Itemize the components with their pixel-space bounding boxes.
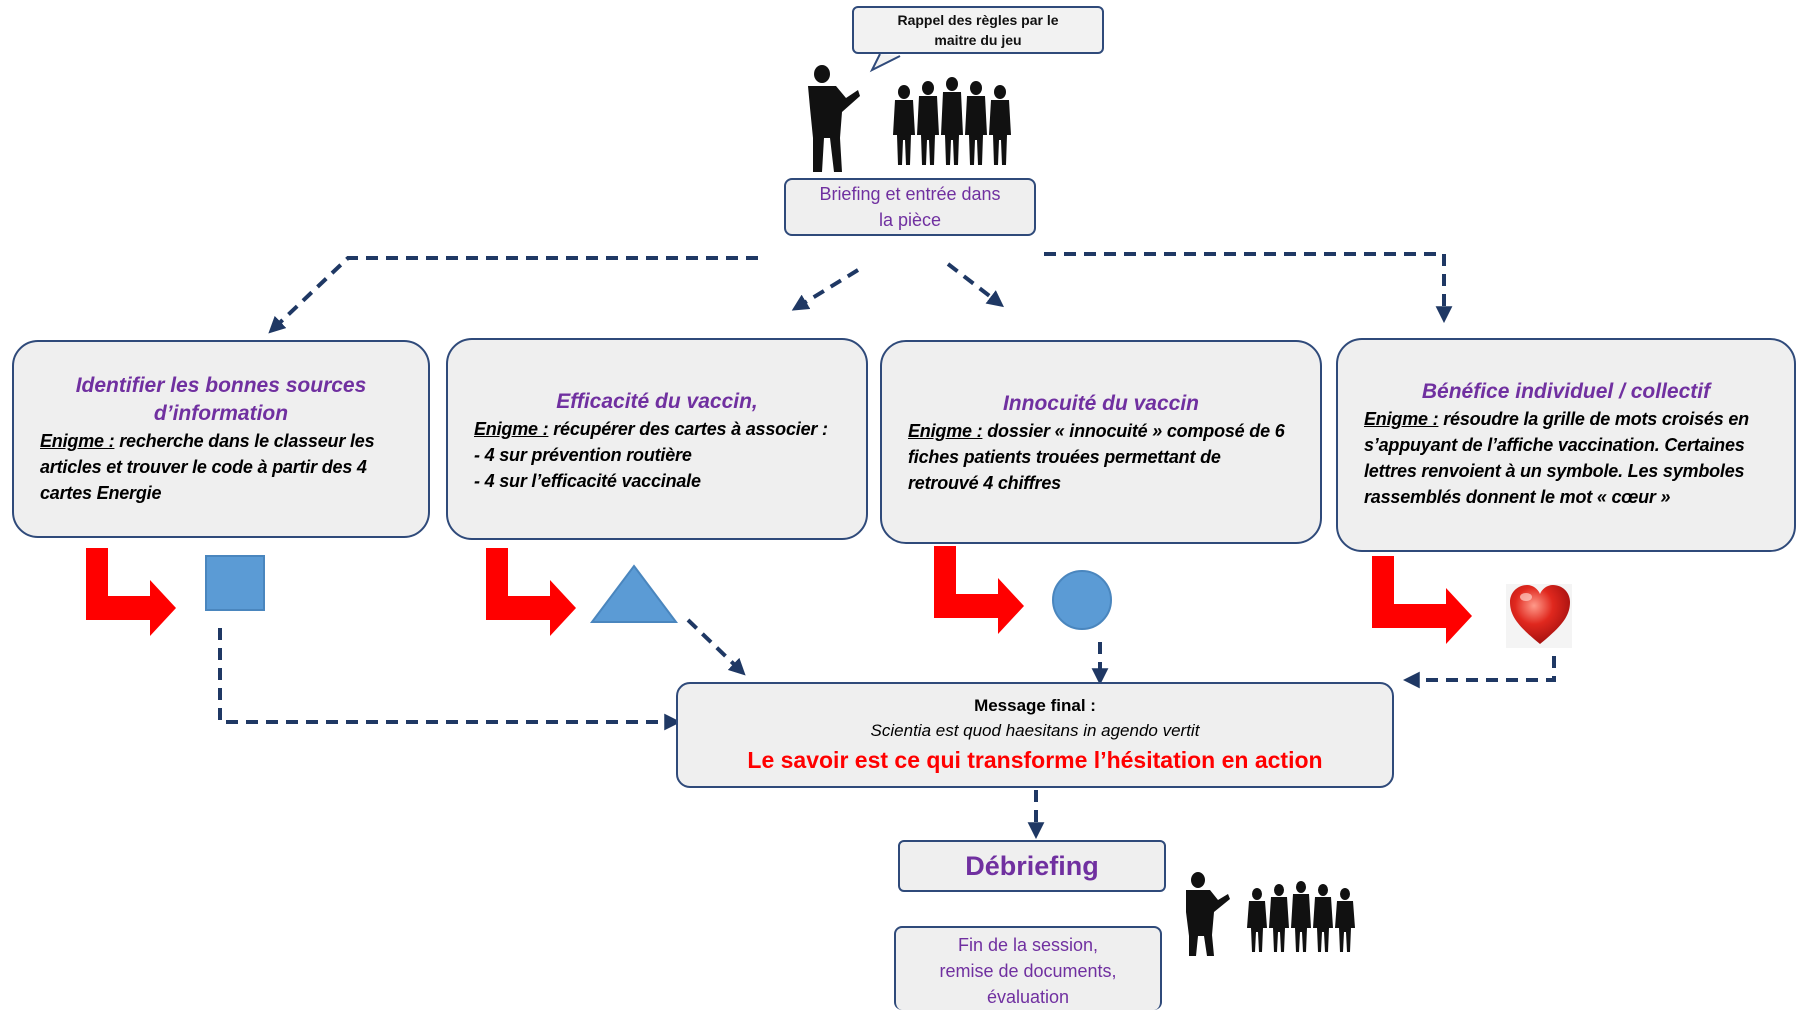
puzzle-title: Bénéfice individuel / collectif	[1421, 380, 1711, 403]
puzzle-description: Enigme : récupérer des cartes à associer…	[474, 416, 840, 442]
speech-bubble-text: Rappel des règles par le maitre du jeu	[897, 12, 1059, 48]
debriefing-box: Débriefing	[898, 840, 1166, 892]
bottom-presenter-silhouette-icon	[1186, 872, 1230, 956]
puzzle-text: dossier « innocuité » composé de 6 fiche…	[908, 421, 1285, 493]
speech-bubble: Rappel des règles par le maitre du jeu	[852, 6, 1104, 54]
red-arrow-2	[486, 548, 576, 636]
puzzle-title: Efficacité du vaccin,	[556, 390, 758, 413]
puzzle-text: récupérer des cartes à associer :	[548, 419, 828, 439]
heart-symbol	[1506, 584, 1572, 648]
final-message-heading: Message final :	[974, 696, 1096, 715]
enigme-label: Enigme :	[1364, 409, 1439, 429]
puzzle-title: Identifier les bonnes sources d’informat…	[75, 374, 367, 425]
puzzle-card-innocuite: Innocuité du vaccin Enigme : dossier « i…	[880, 340, 1322, 544]
square-symbol	[205, 555, 265, 611]
arrow-to-puzzle-1	[268, 256, 758, 334]
triangle-symbol	[590, 564, 678, 623]
puzzle-card-efficacite: Efficacité du vaccin, Enigme : récupérer…	[446, 338, 868, 540]
enigme-label: Enigme :	[40, 431, 115, 451]
puzzle-description: Enigme : recherche dans le classeur les …	[40, 428, 402, 506]
puzzle-card-benefice: Bénéfice individuel / collectif Enigme :…	[1336, 338, 1796, 552]
puzzle-description: Enigme : résoudre la grille de mots croi…	[1364, 406, 1768, 510]
arrow-to-puzzle-3	[946, 262, 1004, 308]
puzzle-list-item: - 4 sur l’efficacité vaccinale	[474, 471, 701, 491]
briefing-box: Briefing et entrée dans la pièce	[784, 178, 1036, 236]
briefing-text: Briefing et entrée dans la pièce	[819, 184, 1001, 230]
final-message-latin: Scientia est quod haesitans in agendo ve…	[870, 721, 1200, 740]
arrow-to-puzzle-4	[1044, 252, 1453, 324]
end-session-line: Fin de la session,	[957, 935, 1099, 955]
puzzle-card-sources: Identifier les bonnes sources d’informat…	[12, 340, 430, 538]
circle-symbol	[1052, 570, 1112, 630]
arrow-square-to-final	[218, 628, 682, 731]
speech-bubble-tail	[869, 53, 901, 73]
presenter-silhouette-icon	[808, 65, 860, 172]
bottom-group-silhouette-icon	[1247, 881, 1355, 952]
red-arrow-1	[86, 548, 176, 636]
final-message-french: Le savoir est ce qui transforme l’hésita…	[747, 747, 1323, 773]
puzzle-title: Innocuité du vaccin	[1002, 392, 1200, 415]
arrow-heart-to-final	[1402, 656, 1556, 689]
enigme-label: Enigme :	[474, 419, 549, 439]
final-message-box: Message final : Scientia est quod haesit…	[676, 682, 1394, 788]
arrow-to-puzzle-2	[791, 268, 860, 311]
red-arrow-4	[1372, 556, 1472, 644]
arrow-triangle-to-final	[686, 618, 746, 676]
end-session-line: évaluation	[986, 987, 1070, 1007]
puzzle-text: résoudre la grille de mots croisés en s’…	[1364, 409, 1749, 507]
enigme-label: Enigme :	[908, 421, 983, 441]
end-session-line: remise de documents,	[939, 961, 1117, 981]
debriefing-title: Débriefing	[965, 851, 1099, 881]
puzzle-list-item: - 4 sur prévention routière	[474, 445, 692, 465]
puzzle-text: recherche dans le classeur les articles …	[40, 431, 375, 503]
group-silhouette-icon	[893, 77, 1011, 165]
red-arrow-3	[934, 546, 1024, 634]
end-session-box: Fin de la session, remise de documents, …	[894, 926, 1162, 1010]
puzzle-description: Enigme : dossier « innocuité » composé d…	[908, 418, 1294, 496]
